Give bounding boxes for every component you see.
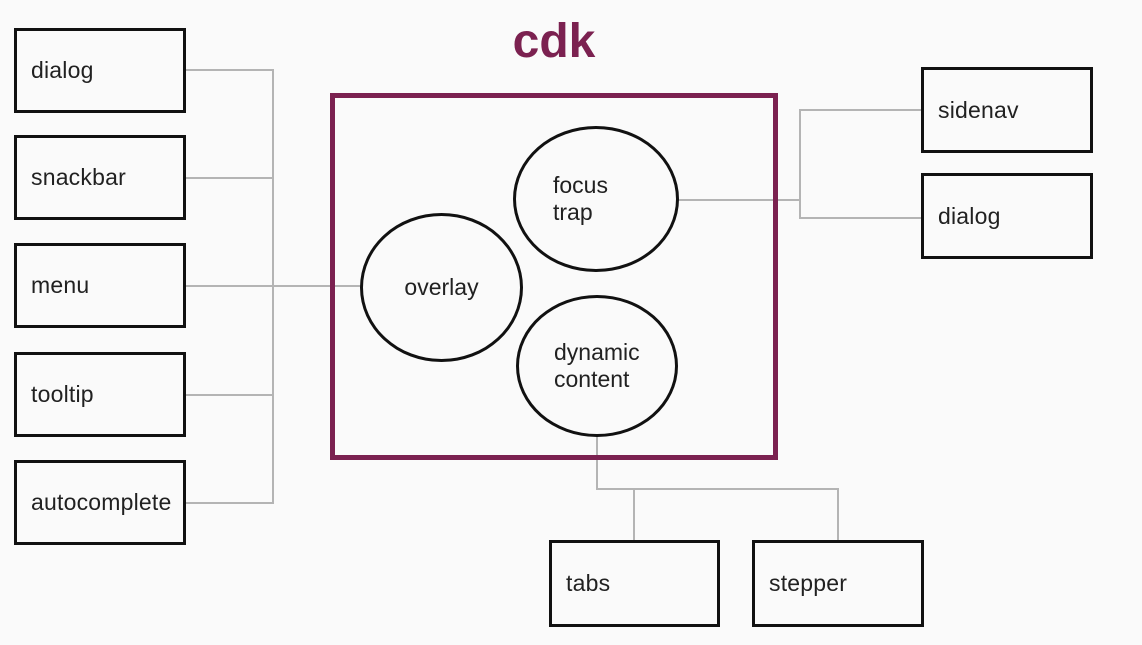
connector-right-vertical	[799, 109, 801, 219]
circle-dynamic-content-line1: dynamic	[554, 339, 640, 365]
circle-overlay-label: overlay	[404, 274, 479, 300]
connector-tooltip	[186, 394, 274, 396]
node-sidenav-label: sidenav	[938, 96, 1019, 123]
connector-dynamic-content-out	[596, 436, 598, 490]
circle-dynamic-content-line2: content	[554, 366, 630, 392]
node-stepper-label: stepper	[769, 570, 848, 596]
connector-autocomplete	[186, 502, 274, 504]
node-tabs-label: tabs	[566, 570, 611, 596]
connector-menu-to-overlay	[186, 285, 362, 287]
node-tooltip: tooltip	[14, 352, 186, 437]
node-autocomplete-label: autocomplete	[31, 489, 172, 515]
node-tooltip-label: tooltip	[31, 381, 94, 407]
node-snackbar: snackbar	[14, 135, 186, 220]
connector-dialog-left	[186, 69, 274, 71]
connector-tabs	[633, 488, 635, 540]
node-menu: menu	[14, 243, 186, 328]
connector-stepper	[837, 488, 839, 540]
connector-dialog-right	[799, 217, 921, 219]
node-menu-label: menu	[31, 272, 90, 298]
node-dialog-right: dialog	[921, 173, 1093, 259]
node-dialog-right-label: dialog	[938, 202, 1001, 229]
connector-snackbar	[186, 177, 274, 179]
connector-focus-trap-out	[678, 199, 801, 201]
connector-bottom-horizontal	[596, 488, 839, 490]
node-stepper: stepper	[752, 540, 924, 627]
connector-sidenav	[799, 109, 921, 111]
node-tabs: tabs	[549, 540, 720, 627]
circle-overlay: overlay	[360, 213, 523, 362]
node-snackbar-label: snackbar	[31, 164, 126, 190]
cdk-title: cdk	[512, 15, 596, 68]
circle-focus-trap-line2: trap	[553, 199, 593, 225]
node-dialog-left-label: dialog	[31, 57, 94, 83]
node-autocomplete: autocomplete	[14, 460, 186, 545]
circle-focus-trap: focus trap	[513, 126, 679, 272]
node-dialog-left: dialog	[14, 28, 186, 113]
cdk-group-box	[330, 93, 778, 460]
circle-focus-trap-line1: focus	[553, 172, 608, 198]
circle-dynamic-content: dynamic content	[516, 295, 678, 437]
node-sidenav: sidenav	[921, 67, 1093, 153]
